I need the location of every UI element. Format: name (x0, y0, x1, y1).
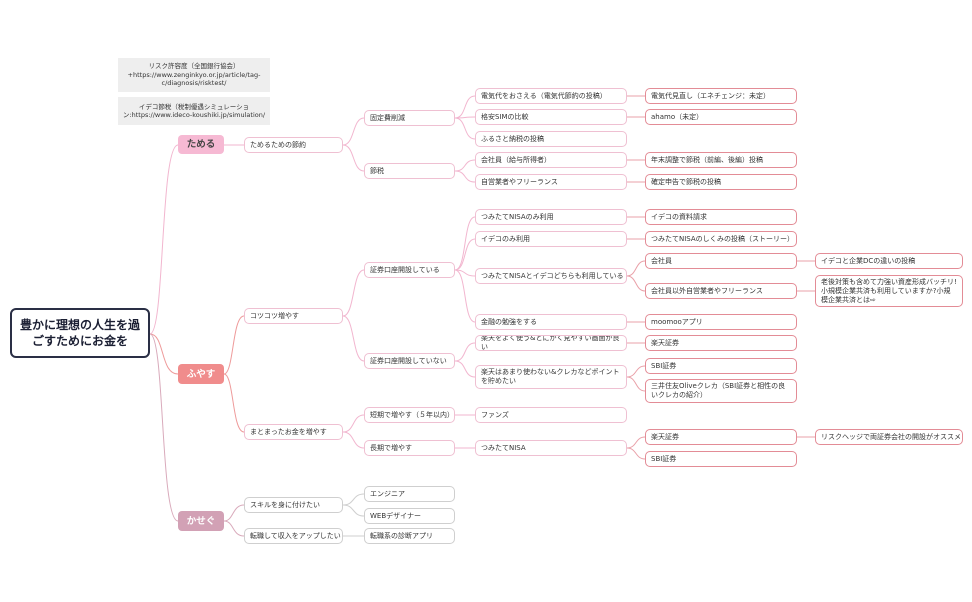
connector (454, 360, 476, 378)
node-no-account[interactable]: 証券口座開設していない (364, 353, 455, 369)
node-diagnosis-app[interactable]: 転職系の診断アプリ (364, 528, 455, 544)
connector (342, 315, 365, 362)
connector (626, 260, 646, 277)
connector (626, 447, 646, 460)
node-both[interactable]: つみたてNISAとイデコどちらも利用している (475, 268, 627, 284)
node-furusato[interactable]: ふるさと納税の投稿 (475, 131, 627, 147)
node-sbi-securities-2[interactable]: SBI証券 (645, 451, 797, 467)
note-ideco-simulation: イデコ節税（税制優遇シミュレーション:https://www.ideco-kou… (118, 97, 270, 125)
node-olive[interactable]: 三井住友Oliveクレカ（SBI証券と相性の良いクレカの紹介） (645, 379, 797, 403)
node-year-end[interactable]: 年末調整で節税（前編、後編）投稿 (645, 152, 797, 168)
node-sbi-securities[interactable]: SBI証券 (645, 358, 797, 374)
category-fuyasu[interactable]: ふやす (178, 364, 224, 384)
connector (626, 275, 646, 292)
connector (626, 436, 646, 449)
connector (454, 159, 476, 172)
connector (342, 493, 365, 506)
node-rakuten-securities[interactable]: 楽天証券 (645, 335, 797, 351)
node-nisa-only[interactable]: つみたてNISAのみ利用 (475, 209, 627, 225)
node-career-change[interactable]: 転職して収入をアップしたい (244, 528, 343, 544)
node-employee[interactable]: 会社員 (645, 253, 797, 269)
node-employee-tax[interactable]: 会社員（給与所得者） (475, 152, 627, 168)
connector (454, 95, 476, 119)
root-topic[interactable]: 豊かに理想の人生を過ごすためにお金を (10, 308, 150, 358)
node-kyosai[interactable]: 老後対策も含めて力強い資産形成バッチリ!小規模企業共済も利用していますか?小規模… (815, 275, 963, 307)
node-steady[interactable]: コツコツ増やす (244, 308, 343, 324)
connector (342, 117, 365, 146)
node-has-account[interactable]: 証券口座開設している (364, 262, 455, 278)
node-hedge[interactable]: リスクヘッジで両証券会社の開設がオススメ (815, 429, 963, 445)
connector (454, 117, 476, 140)
connector (223, 520, 245, 537)
category-tameru[interactable]: ためる (178, 135, 224, 154)
connector (223, 504, 245, 522)
connector (342, 414, 365, 433)
node-lump-sum[interactable]: まとまったお金を増やす (244, 424, 343, 440)
category-kasegu[interactable]: かせぐ (178, 511, 224, 531)
connector (342, 431, 365, 449)
node-electricity-review[interactable]: 電気代見直し（エネチェンジ：未定） (645, 88, 797, 104)
node-fixed-cost[interactable]: 固定費削減 (364, 110, 455, 126)
node-ideco-request[interactable]: イデコの資料請求 (645, 209, 797, 225)
node-non-employee[interactable]: 会社員以外自営業者やフリーランス (645, 283, 797, 299)
node-electricity[interactable]: 電気代をおさえる（電気代節約の投稿） (475, 88, 627, 104)
node-skill[interactable]: スキルを身に付けたい (244, 497, 343, 513)
node-ideco-only[interactable]: イデコのみ利用 (475, 231, 627, 247)
connector (149, 333, 179, 375)
node-ahamo[interactable]: ahamo（未定） (645, 109, 797, 125)
node-tsumitate-nisa[interactable]: つみたてNISA (475, 440, 627, 456)
node-ideco-dc[interactable]: イデコと企業DCの違いの投稿 (815, 253, 963, 269)
node-short-term[interactable]: 短期で増やす（５年以内） (364, 407, 455, 423)
connector (454, 170, 476, 183)
node-moomoo[interactable]: moomooアプリ (645, 314, 797, 330)
connector (626, 365, 646, 378)
node-funds[interactable]: ファンズ (475, 407, 627, 423)
node-engineer[interactable]: エンジニア (364, 486, 455, 502)
node-kakutei[interactable]: 確定申告で節税の投稿 (645, 174, 797, 190)
connector (342, 269, 365, 317)
connector (454, 216, 476, 271)
connector (454, 238, 476, 271)
node-web-designer[interactable]: WEBデザイナー (364, 508, 455, 524)
node-tax[interactable]: 節税 (364, 163, 455, 179)
connector (342, 504, 365, 517)
connector (223, 315, 245, 375)
connector (149, 144, 179, 335)
node-rakuten-less[interactable]: 楽天はあまり使わない&クレカなどポイントを貯めたい (475, 365, 627, 389)
connector (342, 144, 365, 172)
connector (223, 373, 245, 433)
connector (454, 342, 476, 362)
node-saving[interactable]: ためるための節約 (244, 137, 343, 153)
connector (626, 376, 646, 392)
node-freelance-tax[interactable]: 自営業者やフリーランス (475, 174, 627, 190)
node-study[interactable]: 金融の勉強をする (475, 314, 627, 330)
connector (454, 269, 476, 323)
connector (454, 269, 476, 277)
node-sim[interactable]: 格安SIMの比較 (475, 109, 627, 125)
node-rakuten-securities-2[interactable]: 楽天証券 (645, 429, 797, 445)
connector (149, 333, 179, 522)
node-nisa-story[interactable]: つみたてNISAのしくみの投稿（ストーリー） (645, 231, 797, 247)
note-risk-tolerance: リスク許容度（全国銀行協会）+https://www.zenginkyo.or.… (118, 58, 270, 92)
node-rakuten-use[interactable]: 楽天をよく使う&とにかく見やすい画面が良い (475, 335, 627, 351)
node-long-term[interactable]: 長期で増やす (364, 440, 455, 456)
